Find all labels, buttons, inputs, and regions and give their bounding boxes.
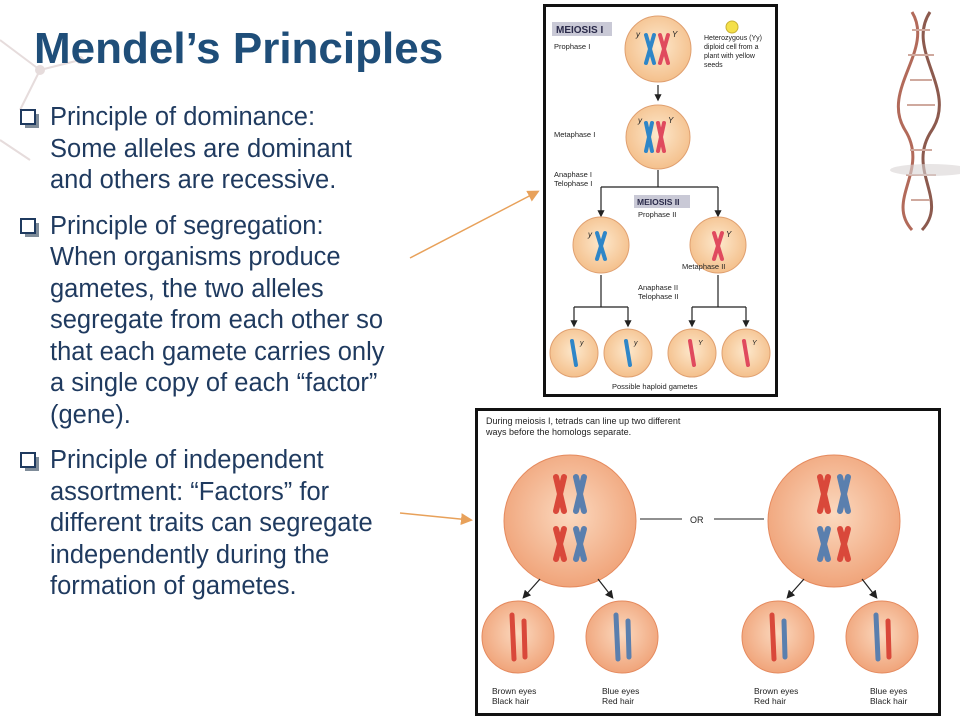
bullet-line: (gene). (50, 400, 131, 429)
bullet-line: independently during the (50, 540, 330, 569)
bullet-independent-assortment: Principle of independent assortment: “Fa… (18, 445, 488, 603)
principles-list: Principle of dominance: Some alleles are… (18, 102, 488, 617)
molecule-web-decoration (0, 39, 84, 161)
allele-label: y (635, 30, 641, 39)
cell-prophase1 (624, 15, 692, 83)
allele-label: y (579, 340, 584, 347)
bullet-line: Principle of dominance: (50, 103, 316, 131)
meiosis1-label: MEIOSIS I (556, 25, 603, 36)
chromosomes-metaphase1 (644, 121, 666, 153)
bullet-line: different traits can segregate (50, 509, 373, 537)
bullet-line: gametes, the two alleles (50, 274, 324, 303)
bullet-line: a single copy of each “factor” (50, 369, 378, 397)
haploid-gametes (549, 328, 771, 378)
allele-label: Y (752, 340, 758, 347)
bullet-line: assortment: “Factors” for (50, 477, 330, 506)
meiosis1-label-box (552, 22, 612, 36)
metaphase2-label: Metaphase II (682, 262, 725, 271)
anaphase2-label: Anaphase II (638, 283, 678, 292)
parent-cell-left (503, 454, 637, 588)
bullet-line: that each gamete carries only (50, 337, 385, 366)
bullet-line: and others are recessive. (50, 166, 337, 194)
caption-line-2: ways before the homologs separate. (485, 427, 631, 437)
chromosomes-prophase1 (644, 33, 670, 65)
bullet-line: Some alleles are dominant (50, 134, 352, 163)
allele-label: Y (668, 116, 674, 125)
gamete-4-trait-2: Black hair (870, 696, 907, 706)
bullet-line: formation of gametes. (50, 572, 297, 600)
gamete-2-trait-2: Red hair (602, 696, 634, 706)
assortment-diagram: During meiosis I, tetrads can line up tw… (481, 416, 919, 706)
meiosis2-label: MEIOSIS II (637, 197, 680, 207)
slide-title: Mendel’s Principles (34, 24, 444, 73)
prophase1-label: Prophase I (554, 42, 590, 51)
meiosis-diagram: MEIOSIS I Prophase I Heterozygous (Yy) d… (549, 15, 771, 391)
allele-label: y (637, 116, 643, 125)
gamete-1-trait-2: Black hair (492, 696, 529, 706)
gamete-3-trait-1: Brown eyes (754, 686, 798, 696)
prophase2-label: Prophase II (638, 210, 676, 219)
bullet-line: Principle of segregation: (50, 211, 324, 240)
dna-helix-decoration (890, 11, 960, 232)
tetrads-right (817, 474, 851, 562)
telophase2-label: Telophase II (638, 292, 678, 301)
allele-label: Y (726, 230, 732, 239)
telophase1-label: Telophase I (554, 179, 592, 188)
tetrads-left (553, 474, 587, 562)
allele-label: Y (672, 30, 678, 39)
gamete-3-trait-2: Red hair (754, 696, 786, 706)
note-line-3: plant with yellow (704, 53, 756, 60)
allele-label: y (633, 340, 638, 347)
allele-label: Y (698, 340, 704, 347)
gamete-2-trait-1: Blue eyes (602, 686, 639, 696)
bullet-dominance: Principle of dominance: Some alleles are… (18, 102, 488, 197)
gametes-label: Possible haploid gametes (612, 382, 698, 391)
anaphase1-label: Anaphase I (554, 170, 592, 179)
parent-cell-right (767, 454, 901, 588)
meiosis-figure: MEIOSIS I Prophase I Heterozygous (Yy) d… (543, 4, 778, 397)
gamete-1-trait-1: Brown eyes (492, 686, 536, 696)
yellow-seed-icon (725, 20, 739, 34)
gamete-4-trait-1: Blue eyes (870, 686, 907, 696)
note-line-2: diploid cell from a (704, 44, 759, 51)
bullet-line: Principle of independent (50, 446, 324, 474)
bullet-line: When organisms produce (50, 243, 341, 271)
checkbox-bullet-icon (20, 452, 39, 471)
bullet-segregation: Principle of segregation: When organisms… (18, 211, 488, 432)
checkbox-bullet-icon (20, 217, 39, 237)
metaphase1-label: Metaphase I (554, 130, 595, 139)
checkbox-bullet-icon (20, 109, 39, 128)
allele-label: y (587, 230, 593, 239)
meiosis2-label-box (634, 195, 690, 208)
note-line-4: seeds (704, 62, 723, 69)
or-label: OR (690, 515, 704, 525)
chromosomes-metaphase2 (595, 231, 724, 261)
caption-line-1: During meiosis I, tetrads can line up tw… (486, 416, 681, 426)
note-line-1: Heterozygous (Yy) (704, 35, 762, 42)
independent-assortment-figure: During meiosis I, tetrads can line up tw… (475, 408, 941, 716)
bullet-line: segregate from each other so (50, 306, 384, 334)
cell-metaphase1 (625, 104, 691, 170)
gamete-cells (481, 600, 919, 674)
